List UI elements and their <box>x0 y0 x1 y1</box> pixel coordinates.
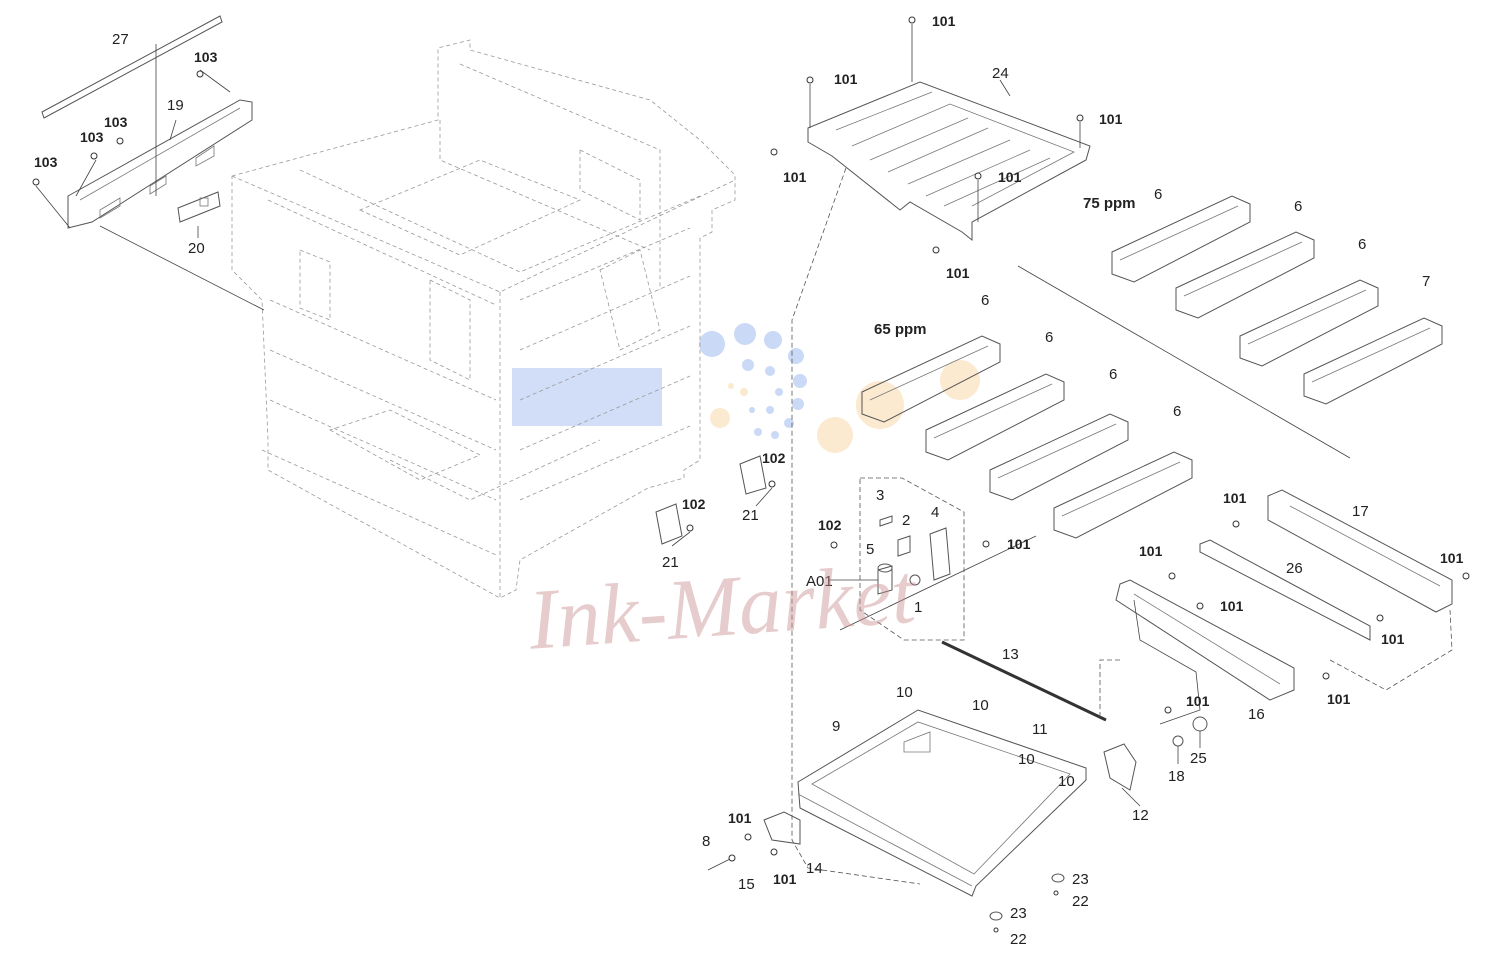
leader-lines <box>35 24 1453 885</box>
label-11: 11 <box>1032 721 1048 738</box>
label-103-d: 103 <box>34 154 58 170</box>
label-75ppm: 75 ppm <box>1083 195 1136 212</box>
label-7: 7 <box>1422 273 1430 290</box>
part-18-bushing <box>1172 735 1184 747</box>
part-14-mount <box>763 811 801 845</box>
label-20: 20 <box>188 240 205 257</box>
label-26: 26 <box>1286 560 1303 577</box>
label-15: 15 <box>738 876 755 893</box>
separator-line <box>1017 265 1351 459</box>
label-101-f: 101 <box>946 265 970 281</box>
part-9-base-frame <box>797 709 1087 897</box>
label-65ppm: 65 ppm <box>874 321 927 338</box>
label-6-b: 6 <box>1294 198 1302 215</box>
label-1: 1 <box>914 599 922 616</box>
label-101-h: 101 <box>1223 490 1247 506</box>
label-19: 19 <box>167 97 184 114</box>
label-18: 18 <box>1168 768 1185 785</box>
part-20-plate <box>177 191 221 223</box>
part-19-bracket <box>67 99 253 229</box>
label-13: 13 <box>1002 646 1019 663</box>
part-13-rod <box>941 640 1107 722</box>
part-21-bracket-lower <box>655 503 683 545</box>
part-12-mount <box>1103 743 1137 791</box>
label-101-c: 101 <box>1099 111 1123 127</box>
part-24-top-cover <box>807 81 1091 242</box>
label-101-o: 101 <box>728 810 752 826</box>
label-101-d: 101 <box>783 169 807 185</box>
label-24: 24 <box>992 65 1009 82</box>
developer-units-75ppm <box>1111 195 1443 405</box>
label-5: 5 <box>866 541 874 558</box>
label-27: 27 <box>112 31 129 48</box>
label-4: 4 <box>931 504 939 521</box>
label-103-b: 103 <box>104 114 128 130</box>
label-101-a: 101 <box>932 13 956 29</box>
label-16: 16 <box>1248 706 1265 723</box>
label-101-m: 101 <box>1327 691 1351 707</box>
label-6-g: 6 <box>1173 403 1181 420</box>
label-101-l: 101 <box>1381 631 1405 647</box>
label-6-f: 6 <box>1109 366 1117 383</box>
label-101-p: 101 <box>773 871 797 887</box>
label-102-c: 102 <box>818 517 842 533</box>
label-12: 12 <box>1132 807 1149 824</box>
part-25-gear <box>1192 716 1208 732</box>
label-101-e: 101 <box>998 169 1022 185</box>
label-23-a: 23 <box>1072 871 1089 888</box>
part-27-strip <box>41 15 223 119</box>
label-8: 8 <box>702 833 710 850</box>
label-102-b: 102 <box>682 496 706 512</box>
label-103-c: 103 <box>80 129 104 145</box>
watermark-logo <box>512 323 980 453</box>
label-101-n: 101 <box>1186 693 1210 709</box>
label-9: 9 <box>832 718 840 735</box>
part-26-rail <box>1199 539 1371 641</box>
part-labels: 27 19 20 103 103 103 103 101 101 24 101 … <box>34 13 1464 948</box>
label-10-c: 10 <box>1018 751 1035 768</box>
main-chassis <box>231 39 736 599</box>
part-17-duct <box>1267 489 1453 613</box>
label-2: 2 <box>902 512 910 529</box>
label-10-b: 10 <box>972 697 989 714</box>
label-17: 17 <box>1352 503 1369 520</box>
label-a01: A01 <box>806 573 833 590</box>
screws <box>32 16 1470 933</box>
label-6-c: 6 <box>1358 236 1366 253</box>
label-6-e: 6 <box>1045 329 1053 346</box>
label-101-j: 101 <box>1440 550 1464 566</box>
part-16-rail <box>1115 579 1295 701</box>
label-3: 3 <box>876 487 884 504</box>
label-101-i: 101 <box>1139 543 1163 559</box>
part-23-foot <box>989 873 1065 921</box>
watermark-text: Ink-Market <box>525 545 921 668</box>
label-101-b: 101 <box>834 71 858 87</box>
label-6-a: 6 <box>1154 186 1162 203</box>
label-10-a: 10 <box>896 684 913 701</box>
label-21-b: 21 <box>662 554 679 571</box>
label-14: 14 <box>806 860 823 877</box>
label-23-b: 23 <box>1010 905 1027 922</box>
label-6-d: 6 <box>981 292 989 309</box>
label-10-d: 10 <box>1058 773 1075 790</box>
label-103-a: 103 <box>194 49 218 65</box>
label-22-a: 22 <box>1072 893 1089 910</box>
label-101-k: 101 <box>1220 598 1244 614</box>
part-8-pin <box>707 857 733 871</box>
label-22-b: 22 <box>1010 931 1027 948</box>
label-25: 25 <box>1190 750 1207 767</box>
assembly-a01 <box>859 477 965 641</box>
label-102-a: 102 <box>762 450 786 466</box>
developer-units-65ppm <box>861 335 1193 539</box>
label-101-g: 101 <box>1007 536 1031 552</box>
label-21-a: 21 <box>742 507 759 524</box>
part-21-bracket-upper <box>739 455 767 495</box>
